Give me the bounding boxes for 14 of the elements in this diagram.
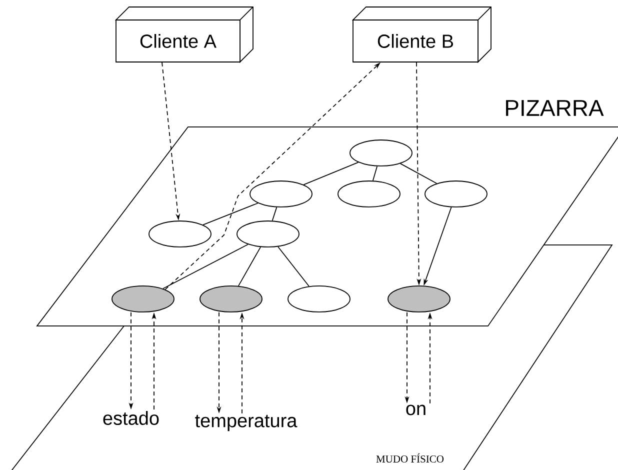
ellipse xyxy=(338,180,400,208)
ellipse xyxy=(288,286,350,312)
ellipse xyxy=(200,286,262,312)
ellipse xyxy=(388,286,450,312)
ellipse xyxy=(112,286,174,312)
ellipse xyxy=(250,180,312,208)
ellipse xyxy=(350,140,412,166)
ellipse xyxy=(424,180,488,208)
label: temperatura xyxy=(195,414,298,432)
label: on xyxy=(406,404,426,416)
node-label: PIZARRA xyxy=(506,100,604,116)
label: estado xyxy=(103,411,159,425)
ellipse xyxy=(148,220,212,248)
ellipse xyxy=(236,220,300,248)
